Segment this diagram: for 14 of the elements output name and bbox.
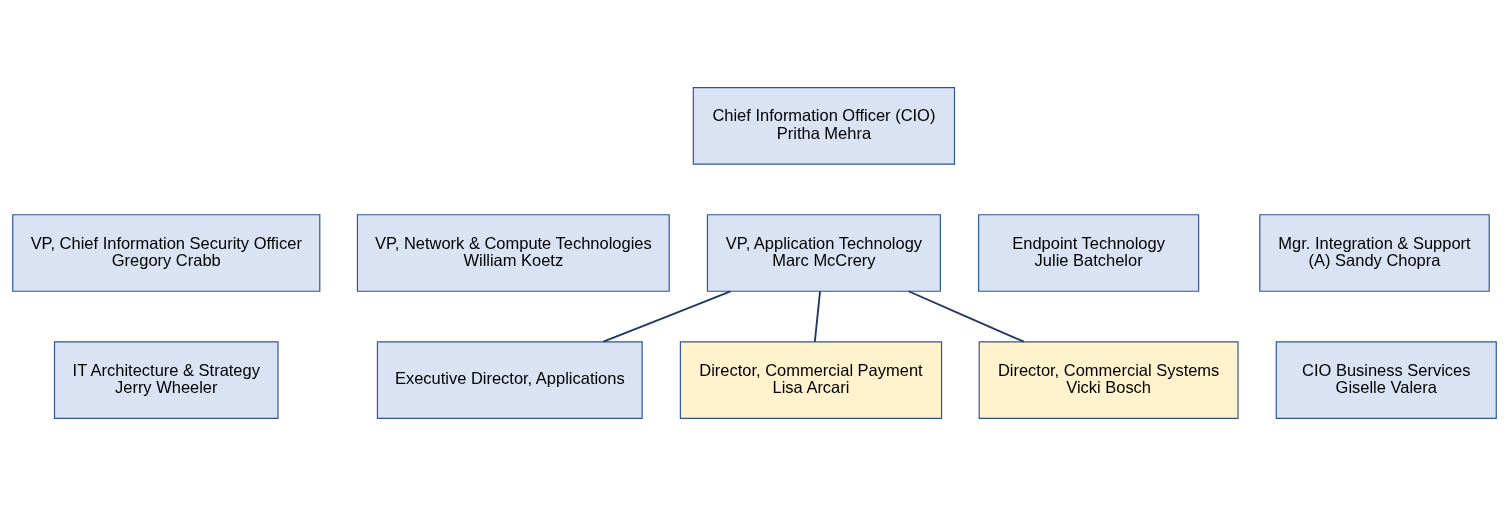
connector: [602, 289, 732, 343]
node-box: VP, Chief Information Security Officer Gregory Crabb: [12, 213, 321, 292]
node-box: CIO Business Services Giselle Valera: [1275, 340, 1497, 419]
node-box: Director, Commercial Payment Lisa Arcari: [679, 340, 943, 419]
node-box: VP, Network & Compute Technologies William Koetz: [356, 213, 670, 292]
node-box: VP, Application Technology Marc McCrery: [706, 213, 941, 292]
node-box: Executive Director, Applications: [376, 340, 643, 419]
node-box: Endpoint Technology Julie Batchelor: [978, 213, 1200, 292]
connector: [813, 289, 821, 343]
node-box: IT Architecture & Strategy Jerry Wheeler: [53, 340, 279, 419]
connector: [907, 289, 1025, 343]
node-box: Chief Information Officer (CIO) Pritha Mehra: [692, 86, 956, 165]
node-box: Mgr. Integration & Support (A) Sandy Chopra: [1259, 213, 1490, 292]
node-box: Director, Commercial Systems Vicki Bosch: [978, 340, 1239, 419]
